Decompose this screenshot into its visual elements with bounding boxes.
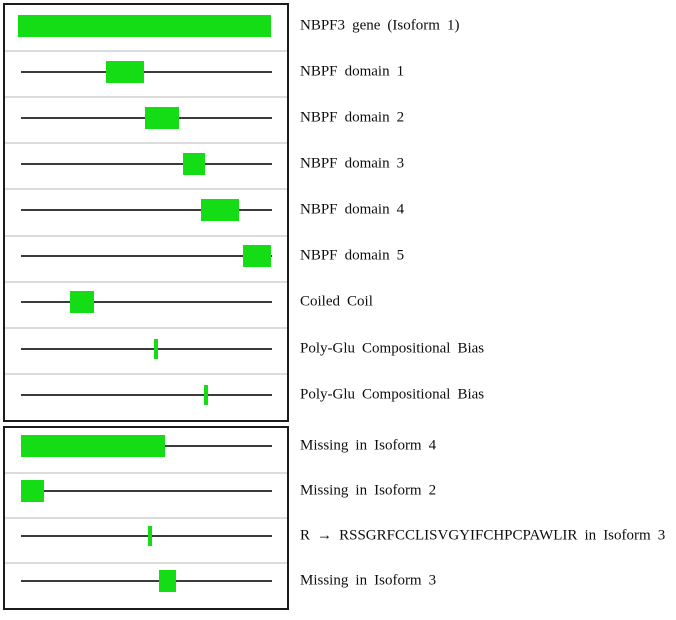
sequence-line: [21, 255, 272, 258]
feature-row: [5, 280, 287, 328]
sequence-line: [21, 347, 272, 350]
feature-box: [159, 570, 176, 593]
feature-tick: [148, 526, 152, 547]
feature-label: Missing in Isoform 4: [300, 437, 437, 454]
feature-panel-2: [3, 426, 289, 610]
feature-bar: [18, 14, 271, 37]
feature-label: Missing in Isoform 2: [300, 482, 437, 499]
feature-row: [5, 562, 287, 608]
feature-row: [5, 5, 287, 51]
feature-row: [5, 372, 287, 420]
sequence-line: [21, 393, 272, 396]
feature-row: [5, 428, 287, 473]
row-separator: [5, 562, 287, 564]
row-separator: [5, 234, 287, 237]
sequence-line: [21, 209, 272, 212]
feature-label: Missing in Isoform 3: [300, 572, 437, 589]
feature-row: [5, 517, 287, 563]
feature-row: [5, 96, 287, 143]
feature-panel-1: [3, 3, 289, 422]
sequence-line: [21, 163, 272, 166]
feature-row: [5, 50, 287, 97]
sequence-line: [21, 70, 272, 73]
row-separator: [5, 517, 287, 519]
row-separator: [5, 96, 287, 99]
feature-row: [5, 188, 287, 235]
row-separator: [5, 326, 287, 329]
sequence-line: [21, 301, 272, 304]
feature-row: [5, 472, 287, 518]
feature-row: [5, 142, 287, 189]
feature-box: [243, 245, 271, 268]
feature-label: Poly-Glu Compositional Bias: [300, 340, 485, 357]
sequence-line: [21, 535, 272, 538]
feature-row: [5, 326, 287, 374]
feature-label: NBPF domain 5: [300, 247, 405, 264]
feature-label: R → RSSGRFCCLISVGYIFCHPCPAWLIR in Isofor…: [300, 527, 666, 544]
feature-tick: [204, 384, 208, 405]
row-separator: [5, 142, 287, 145]
feature-box: [106, 60, 144, 83]
feature-row: [5, 234, 287, 282]
feature-box: [70, 291, 94, 314]
feature-box: [183, 153, 205, 176]
row-separator: [5, 372, 287, 375]
feature-label: Poly-Glu Compositional Bias: [300, 386, 485, 403]
feature-label: Coiled Coil: [300, 293, 373, 310]
sequence-line: [21, 580, 272, 583]
feature-label: NBPF3 gene (Isoform 1): [300, 17, 460, 34]
row-separator: [5, 188, 287, 191]
feature-label: NBPF domain 2: [300, 109, 405, 126]
row-separator: [5, 50, 287, 53]
feature-label: NBPF domain 3: [300, 155, 405, 172]
feature-label: NBPF domain 1: [300, 63, 405, 80]
sequence-line: [21, 490, 272, 493]
feature-tick: [154, 338, 158, 359]
feature-label: NBPF domain 4: [300, 201, 405, 218]
row-separator: [5, 280, 287, 283]
feature-box: [145, 106, 179, 129]
feature-box: [21, 435, 165, 458]
feature-box: [201, 199, 239, 222]
row-separator: [5, 472, 287, 474]
feature-box: [21, 480, 44, 503]
